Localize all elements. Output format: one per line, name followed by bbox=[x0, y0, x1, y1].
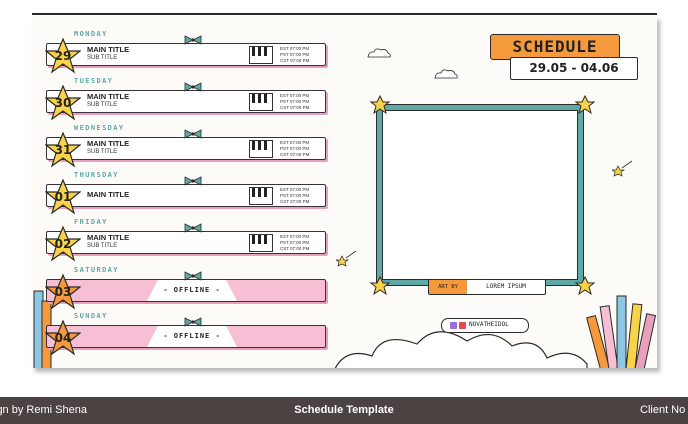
day-label: WEDNESDAY bbox=[74, 124, 125, 132]
shooting-star-icon bbox=[612, 160, 633, 177]
piano-icon bbox=[249, 187, 273, 205]
time-est: EST 07:00 PM bbox=[280, 46, 310, 51]
date-number: 29 bbox=[54, 49, 72, 63]
day-label: THURSDAY bbox=[74, 171, 119, 179]
image-placeholder bbox=[382, 110, 578, 280]
offline-label: - OFFLINE - bbox=[163, 286, 221, 294]
top-rule bbox=[32, 13, 657, 15]
time-est: EST 07:00 PM bbox=[280, 187, 310, 192]
time-pst: PST 07:00 PM bbox=[280, 146, 310, 151]
day-label: TUESDAY bbox=[74, 77, 114, 85]
time-cst: CST 07:00 PM bbox=[280, 105, 310, 110]
time-cst: CST 07:00 PM bbox=[280, 58, 310, 63]
twitch-icon bbox=[450, 322, 457, 329]
date-number: 31 bbox=[54, 143, 72, 157]
date-star: 01 bbox=[44, 178, 82, 215]
time-pst: PST 07:00 PM bbox=[280, 193, 310, 198]
sub-title: SUB TITLE bbox=[87, 55, 118, 61]
social-handle-pill[interactable]: NOVATHEIDOL bbox=[441, 318, 529, 333]
frame-star-icon bbox=[575, 95, 595, 115]
sub-title: SUB TITLE bbox=[87, 149, 118, 155]
sub-title: SUB TITLE bbox=[87, 102, 118, 108]
date-star: 02 bbox=[44, 225, 82, 262]
time-cst: CST 07:00 PM bbox=[280, 246, 310, 251]
day-label: SUNDAY bbox=[74, 312, 108, 320]
time-pst: PST 07:00 PM bbox=[280, 240, 310, 245]
footer-title: Schedule Template bbox=[294, 404, 394, 416]
time-est: EST 07:00 PM bbox=[280, 140, 310, 145]
date-number: 02 bbox=[54, 237, 72, 251]
main-title: MAIN TITLE bbox=[87, 190, 130, 199]
youtube-icon bbox=[459, 322, 466, 329]
time-pst: PST 07:00 PM bbox=[280, 52, 310, 57]
day-label: FRIDAY bbox=[74, 218, 108, 226]
date-star: 03 bbox=[44, 273, 82, 310]
cloud-icon bbox=[367, 48, 391, 58]
date-number: 04 bbox=[54, 331, 72, 345]
day-label: MONDAY bbox=[74, 30, 108, 38]
offline-bar: - OFFLINE - bbox=[46, 325, 326, 348]
pencils-decoration bbox=[586, 295, 657, 368]
bow-icon bbox=[184, 82, 202, 92]
cloud-icon bbox=[434, 69, 458, 79]
art-credit-bar: ART BY LOREM IPSUM bbox=[428, 279, 546, 295]
bow-icon bbox=[184, 223, 202, 233]
bow-icon bbox=[184, 35, 202, 45]
piano-icon bbox=[249, 93, 273, 111]
date-number: 01 bbox=[54, 190, 72, 204]
main-title: MAIN TITLE bbox=[87, 139, 130, 148]
schedule-title-box: SCHEDULE bbox=[490, 34, 620, 60]
social-handle: NOVATHEIDOL bbox=[469, 321, 509, 328]
footer-bar: ign by Remi Shena Schedule Template Clie… bbox=[0, 397, 688, 424]
date-number: 30 bbox=[54, 96, 72, 110]
date-star: 04 bbox=[44, 319, 82, 356]
footer-credit: ign by Remi Shena bbox=[0, 404, 87, 416]
offline-label: - OFFLINE - bbox=[163, 332, 221, 340]
bow-icon bbox=[184, 317, 202, 327]
time-cst: CST 07:00 PM bbox=[280, 152, 310, 157]
art-label: ART BY bbox=[429, 280, 467, 294]
piano-icon bbox=[249, 140, 273, 158]
clouds-decoration bbox=[334, 331, 588, 368]
date-range: 29.05 - 04.06 bbox=[529, 61, 619, 75]
date-number: 03 bbox=[54, 285, 72, 299]
sub-title: SUB TITLE bbox=[87, 243, 118, 249]
schedule-title: SCHEDULE bbox=[512, 37, 598, 56]
frame-star-icon bbox=[370, 95, 390, 115]
main-title: MAIN TITLE bbox=[87, 92, 130, 101]
time-cst: CST 07:00 PM bbox=[280, 199, 310, 204]
bow-icon bbox=[184, 176, 202, 186]
main-title: MAIN TITLE bbox=[87, 233, 130, 242]
time-est: EST 07:00 PM bbox=[280, 234, 310, 239]
piano-icon bbox=[249, 46, 273, 64]
artist-name: LOREM IPSUM bbox=[486, 283, 526, 290]
date-star: 30 bbox=[44, 84, 82, 121]
frame-star-icon bbox=[370, 276, 390, 296]
time-pst: PST 07:00 PM bbox=[280, 99, 310, 104]
day-label: SATURDAY bbox=[74, 266, 119, 274]
time-est: EST 07:00 PM bbox=[280, 93, 310, 98]
bow-icon bbox=[184, 271, 202, 281]
shooting-star-icon bbox=[336, 250, 357, 267]
date-range-box: 29.05 - 04.06 bbox=[510, 57, 638, 80]
bow-icon bbox=[184, 129, 202, 139]
date-star: 31 bbox=[44, 131, 82, 168]
piano-icon bbox=[249, 234, 273, 252]
frame-star-icon bbox=[575, 276, 595, 296]
footer-client: Client No bbox=[640, 404, 686, 416]
date-star: 29 bbox=[44, 37, 82, 74]
main-title: MAIN TITLE bbox=[87, 45, 130, 54]
offline-bar: - OFFLINE - bbox=[46, 279, 326, 302]
